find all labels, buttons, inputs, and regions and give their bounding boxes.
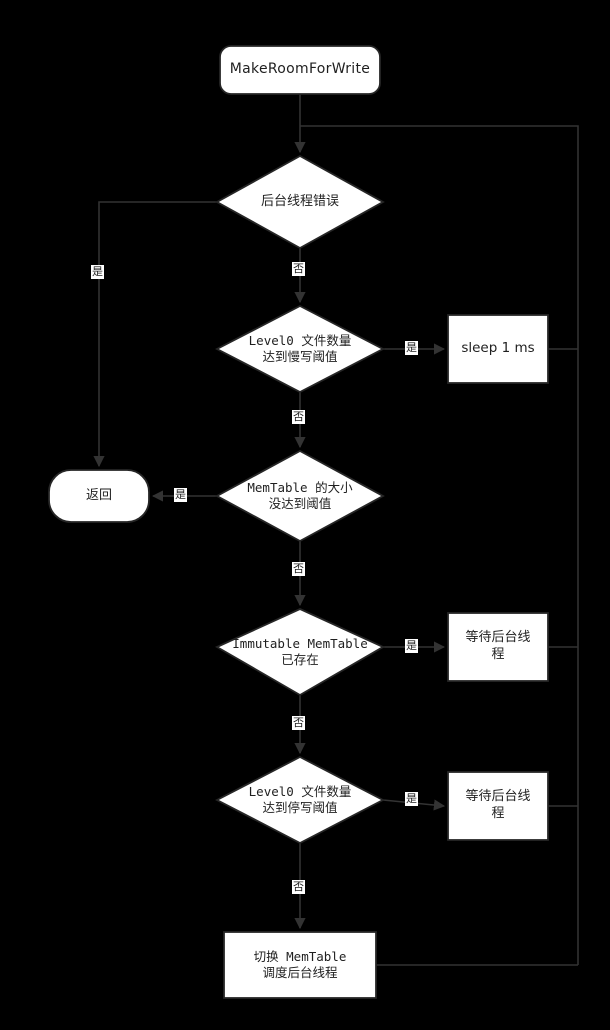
edge-label-immutable-yes: 是	[405, 639, 418, 654]
edge-label-l0-slow-yes: 是	[405, 341, 418, 356]
node-wait2-shape[interactable]	[447, 771, 549, 841]
node-switch-memtable-shape[interactable]	[223, 931, 377, 999]
edge-label-bg-error-no: 否	[292, 262, 305, 277]
edge-label-l0-slow-no: 否	[292, 410, 305, 425]
node-l0-stop-shape[interactable]	[215, 755, 385, 845]
node-return-shape[interactable]	[48, 469, 150, 523]
node-wait1-shape[interactable]	[447, 612, 549, 682]
node-start-shape[interactable]	[219, 45, 381, 95]
edge-label-l0-stop-no: 否	[292, 880, 305, 895]
edge-bg-error-yes-to-return	[93, 201, 217, 468]
edge-label-l0-stop-yes: 是	[405, 792, 418, 807]
node-l0-slow-shape[interactable]	[215, 304, 385, 394]
edge-label-memtable-size-yes: 是	[174, 488, 187, 503]
node-immutable-shape[interactable]	[215, 608, 385, 697]
edge-label-immutable-no: 否	[292, 716, 305, 731]
edge-label-bg-error-yes: 是	[91, 265, 104, 280]
node-sleep-shape[interactable]	[447, 314, 549, 384]
node-memtable-size-shape[interactable]	[215, 449, 385, 543]
edge-loopback-rail	[300, 125, 579, 965]
node-bg-error-shape[interactable]	[215, 154, 385, 250]
edge-label-memtable-size-no: 否	[292, 562, 305, 577]
